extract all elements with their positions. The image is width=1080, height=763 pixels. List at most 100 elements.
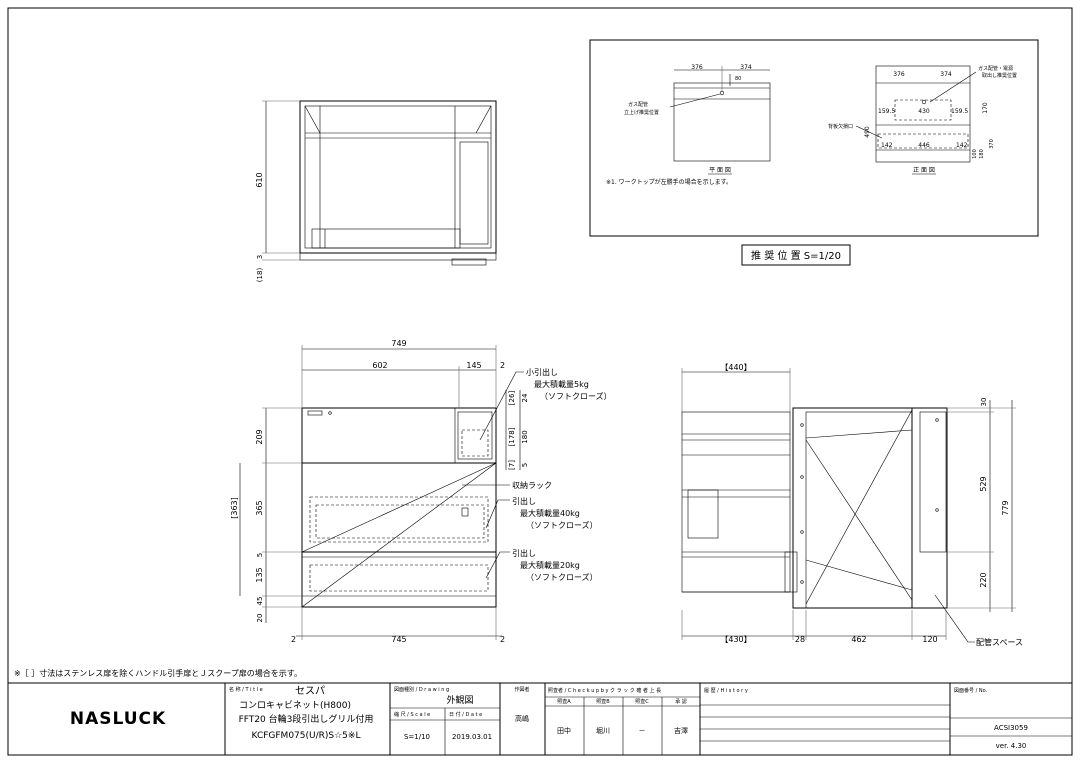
dim-front-749: 749 [391, 339, 406, 348]
dim-front-363: [363] [230, 497, 239, 519]
inset-elev-490: 490 [864, 126, 871, 138]
dim-side-440: 【440】 [720, 363, 751, 372]
check-value-c: － [639, 727, 646, 735]
scale-value: S=1/10 [404, 733, 430, 741]
number-label: 図面番号 / No. [954, 687, 988, 694]
dim-side-430: 【430】 [720, 635, 751, 644]
dim-side-120: 120 [922, 635, 937, 644]
note-small-drawer-1: 小引出し [526, 367, 558, 377]
inset-elev-170: 170 [982, 102, 989, 114]
inset-plan-80: 80 [735, 76, 741, 82]
dim-side-462: 462 [851, 635, 866, 644]
inset-plan-label-2: 立上げ推奨位置 [624, 109, 659, 116]
drawing-value: 外観図 [446, 694, 473, 706]
inset-plan-374: 374 [740, 64, 752, 71]
dim-side-529: 529 [979, 476, 988, 491]
inset-elev-caption: 正 面 図 [913, 167, 935, 174]
inset-elev-142a: 142 [881, 142, 893, 149]
dim-front-135: 135 [255, 567, 264, 582]
note-small-drawer-2: 最大積載量5kg [534, 379, 589, 389]
dim-front-b2r: 2 [500, 635, 505, 644]
inset-elev-back-open: 背板欠損口 [828, 123, 853, 130]
dim-front-45: 45 [256, 597, 264, 606]
check-sub-approve: 承 認 [675, 698, 687, 705]
inset-elev-gas-1: ガス配管・電源 [978, 65, 1013, 72]
name-label: 名 称 / T i t l e [229, 686, 263, 693]
inset-elev-142b: 142 [956, 142, 968, 149]
front-notes: 小引出し 最大積載量5kg （ソフトクローズ） 収納ラック 引出し 最大積載量4… [512, 367, 612, 582]
inset-plan-caption: 平 面 図 [709, 167, 731, 174]
inset-elev-159a: 159.5 [878, 108, 895, 115]
inset-elev-446: 446 [918, 142, 930, 149]
dim-front-602: 602 [372, 361, 387, 370]
inset-elev-376: 376 [893, 71, 905, 78]
dim-front-2a: 2 [500, 361, 505, 370]
note-rack: 収納ラック [512, 480, 552, 490]
dim-front-365: 365 [255, 500, 264, 515]
check-value-approve: 吉澤 [674, 726, 688, 735]
version-value: ver. 4.30 [996, 742, 1027, 750]
inset-elev-430: 430 [918, 108, 930, 115]
note-drawer2-1: 引出し [512, 548, 536, 558]
dim-top-610: 610 [255, 172, 264, 187]
bracket-footnote: ※［ ］寸法はステンレス扉を除くハンドル引手扉とＪスクープ扉の場合を示す。 [14, 668, 302, 678]
note-drawer1-2: 最大積載量40kg [520, 508, 580, 518]
history-label: 履 歴 / H i s t o r y [704, 688, 748, 694]
inset-panel: 376 374 80 ガス配管 立上げ推奨位置 平 面 図 ※1. ワークトップ… [589, 39, 1039, 266]
top-view: 610 3 (18) [255, 100, 497, 283]
dim-top-3: 3 [256, 255, 264, 259]
dim-front-r180: 180 [521, 430, 529, 443]
dim-front-b745: 745 [391, 635, 406, 644]
inset-elev-100: 100 [972, 149, 978, 159]
note-small-drawer-3: （ソフトクローズ） [540, 391, 612, 401]
dim-front-209: 209 [255, 429, 264, 444]
note-drawer1-1: 引出し [512, 496, 536, 506]
scale-label: 縮 尺 / S c a l e [394, 711, 430, 718]
check-value-a: 田中 [557, 726, 571, 735]
inset-elev-180: 180 [979, 149, 985, 159]
dim-front-r7: [7] [508, 460, 516, 470]
check-label: 照査者 / C h e c k u p b y ク ラ ッ ク 確 者 上 長 [548, 687, 661, 694]
dim-front-5: 5 [256, 553, 264, 557]
dim-side-779: 779 [1001, 500, 1010, 515]
dim-front-145: 145 [466, 361, 481, 370]
dim-front-b2l: 2 [291, 635, 296, 644]
dim-front-r26: [26] [508, 391, 516, 406]
note-drawer1-3: （ソフトクローズ） [526, 520, 598, 530]
note-drawer2-3: （ソフトクローズ） [526, 572, 598, 582]
dim-front-r24: 24 [521, 393, 529, 402]
inset-elev-370: 370 [989, 139, 995, 149]
dim-side-30: 30 [980, 398, 988, 407]
front-view: 749 602 145 2 209 365 5 135 45 20 [363] … [230, 339, 529, 644]
check-sub-a: 照査A [557, 698, 571, 705]
dim-front-20: 20 [256, 614, 264, 623]
date-label: 日 付 / D a t e [449, 711, 482, 718]
dim-top-18: (18) [256, 268, 264, 283]
name-line4: KCFGFM075(U/R)S☆5※L [252, 731, 361, 741]
author-value: 高嶋 [515, 714, 529, 723]
check-sub-b: 照査B [596, 698, 610, 705]
dim-side-28: 28 [795, 635, 805, 644]
author-label: 作図者 [514, 686, 529, 693]
number-value: ACSI3059 [994, 724, 1028, 732]
logo: NASLUCK [70, 709, 166, 729]
title-block: NASLUCK 名 称 / T i t l e セスパ コンロキャビネット(H8… [7, 682, 1073, 756]
check-value-b: 堀川 [596, 726, 610, 735]
name-line1: セスパ [295, 685, 325, 697]
side-view: 【440】 【430】 28 462 120 30 529 220 779 配管… [681, 363, 1023, 647]
inset-elev-159b: 159.5 [951, 108, 968, 115]
dim-front-r178: [178] [508, 427, 516, 446]
drawing-label: 図面種別 / D r a w i n g [394, 686, 449, 693]
inset-elev-374: 374 [940, 71, 952, 78]
check-sub-c: 照査C [635, 698, 649, 705]
name-line3: FFT20 台輪3段引出しグリル付用 [239, 713, 374, 725]
dim-side-220: 220 [979, 572, 988, 587]
date-value: 2019.03.01 [452, 733, 492, 741]
inset-plan-376: 376 [691, 64, 703, 71]
dim-front-r5: 5 [521, 463, 529, 467]
note-pipe-space: 配管スペース [976, 637, 1023, 647]
name-line2: コンロキャビネット(H800) [239, 700, 351, 711]
inset-elev-gas-2: 取出し推奨位置 [982, 72, 1017, 79]
inset-title: 推 奨 位 置 S=1/20 [751, 249, 841, 262]
